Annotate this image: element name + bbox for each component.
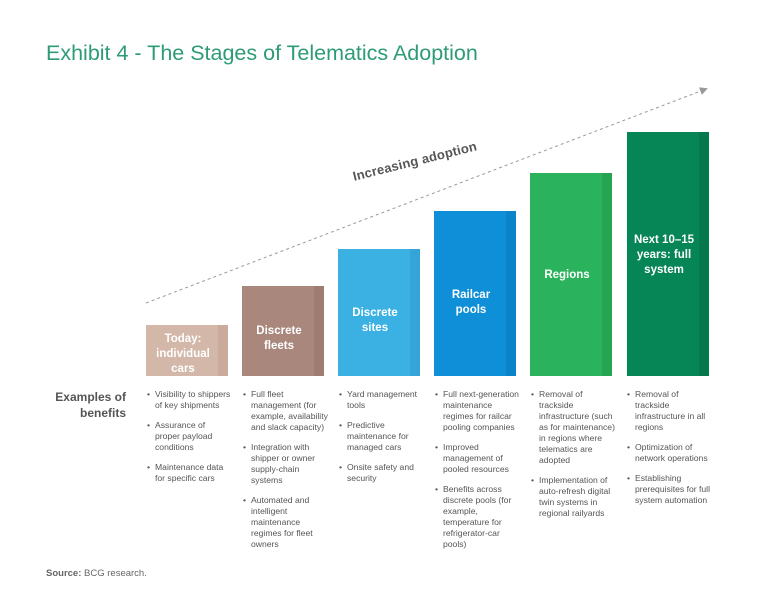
benefit-item: Predictive maintenance for managed cars [339, 420, 425, 453]
benefit-item: Benefits across discrete pools (for exam… [435, 484, 521, 550]
benefit-item: Assurance of proper payload conditions [147, 420, 231, 453]
benefit-item: Visibility to shippers of key shipments [147, 389, 231, 411]
benefit-item: Improved management of pooled resources [435, 442, 521, 475]
stage-label: Railcar pools [451, 289, 491, 316]
source-text: BCG research. [84, 568, 147, 579]
benefit-item: Onsite safety and security [339, 462, 425, 484]
benefits-list-discrete-sites: Yard management tools Predictive mainten… [339, 389, 425, 493]
benefits-list-individual-cars: Visibility to shippers of key shipments … [147, 389, 231, 493]
benefit-item: Establishing prerequisites for full syst… [627, 473, 715, 506]
benefit-item: Integration with shipper or owner supply… [243, 442, 329, 486]
stage-bar-full-system: Next 10–15 years: full system [627, 132, 709, 376]
stage-bar-railcar-pools: Railcar pools [434, 211, 516, 376]
benefits-list-discrete-fleets: Full fleet management (for example, avai… [243, 389, 329, 559]
page-title: Exhibit 4 - The Stages of Telematics Ado… [46, 41, 478, 65]
stage-bar-regions: Regions [530, 173, 612, 376]
benefit-item: Implementation of auto-refresh digital t… [531, 475, 615, 519]
stage-label: Regions [544, 269, 590, 281]
benefits-list-regions: Removal of trackside infrastructure (suc… [531, 389, 615, 528]
bar-side-shading [314, 286, 324, 376]
benefits-list-full-system: Removal of trackside infrastructure in a… [627, 389, 715, 515]
source-prefix: Source: [46, 568, 82, 579]
bar-side-shading [506, 211, 516, 376]
bar-side-shading [699, 132, 709, 376]
benefit-item: Yard management tools [339, 389, 425, 411]
benefit-item: Full fleet management (for example, avai… [243, 389, 329, 433]
benefit-item: Full next-generation maintenance regimes… [435, 389, 521, 433]
source-note: Source: BCG research. [46, 568, 147, 579]
stage-label: Discrete sites [352, 307, 398, 334]
stage-bar-discrete-sites: Discrete sites [338, 249, 420, 376]
examples-of-benefits-label: Examples of benefits [55, 390, 126, 420]
stage-bar-individual-cars: Today: individual cars [146, 325, 228, 376]
trend-line [145, 87, 708, 304]
benefit-item: Optimization of network operations [627, 442, 715, 464]
stage-label: Next 10–15 years: full system [633, 234, 695, 276]
bar-side-shading [410, 249, 420, 376]
benefit-item: Maintenance data for specific cars [147, 462, 231, 484]
benefits-list-railcar-pools: Full next-generation maintenance regimes… [435, 389, 521, 559]
benefit-item: Removal of trackside infrastructure in a… [627, 389, 715, 433]
benefit-item: Removal of trackside infrastructure (suc… [531, 389, 615, 466]
benefit-item: Automated and intelligent maintenance re… [243, 495, 329, 550]
stage-label: Today: individual cars [156, 333, 210, 375]
stage-label: Discrete fleets [256, 325, 302, 352]
bar-side-shading [218, 325, 228, 376]
stage-bar-discrete-fleets: Discrete fleets [242, 286, 324, 376]
bar-side-shading [602, 173, 612, 376]
